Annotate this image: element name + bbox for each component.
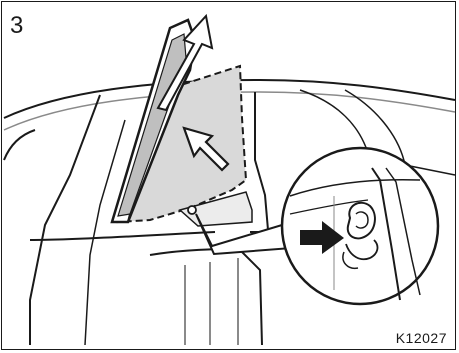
figure-code: K12027 [396, 330, 447, 346]
detail-magnifier [282, 148, 438, 304]
clip-point [188, 206, 196, 214]
